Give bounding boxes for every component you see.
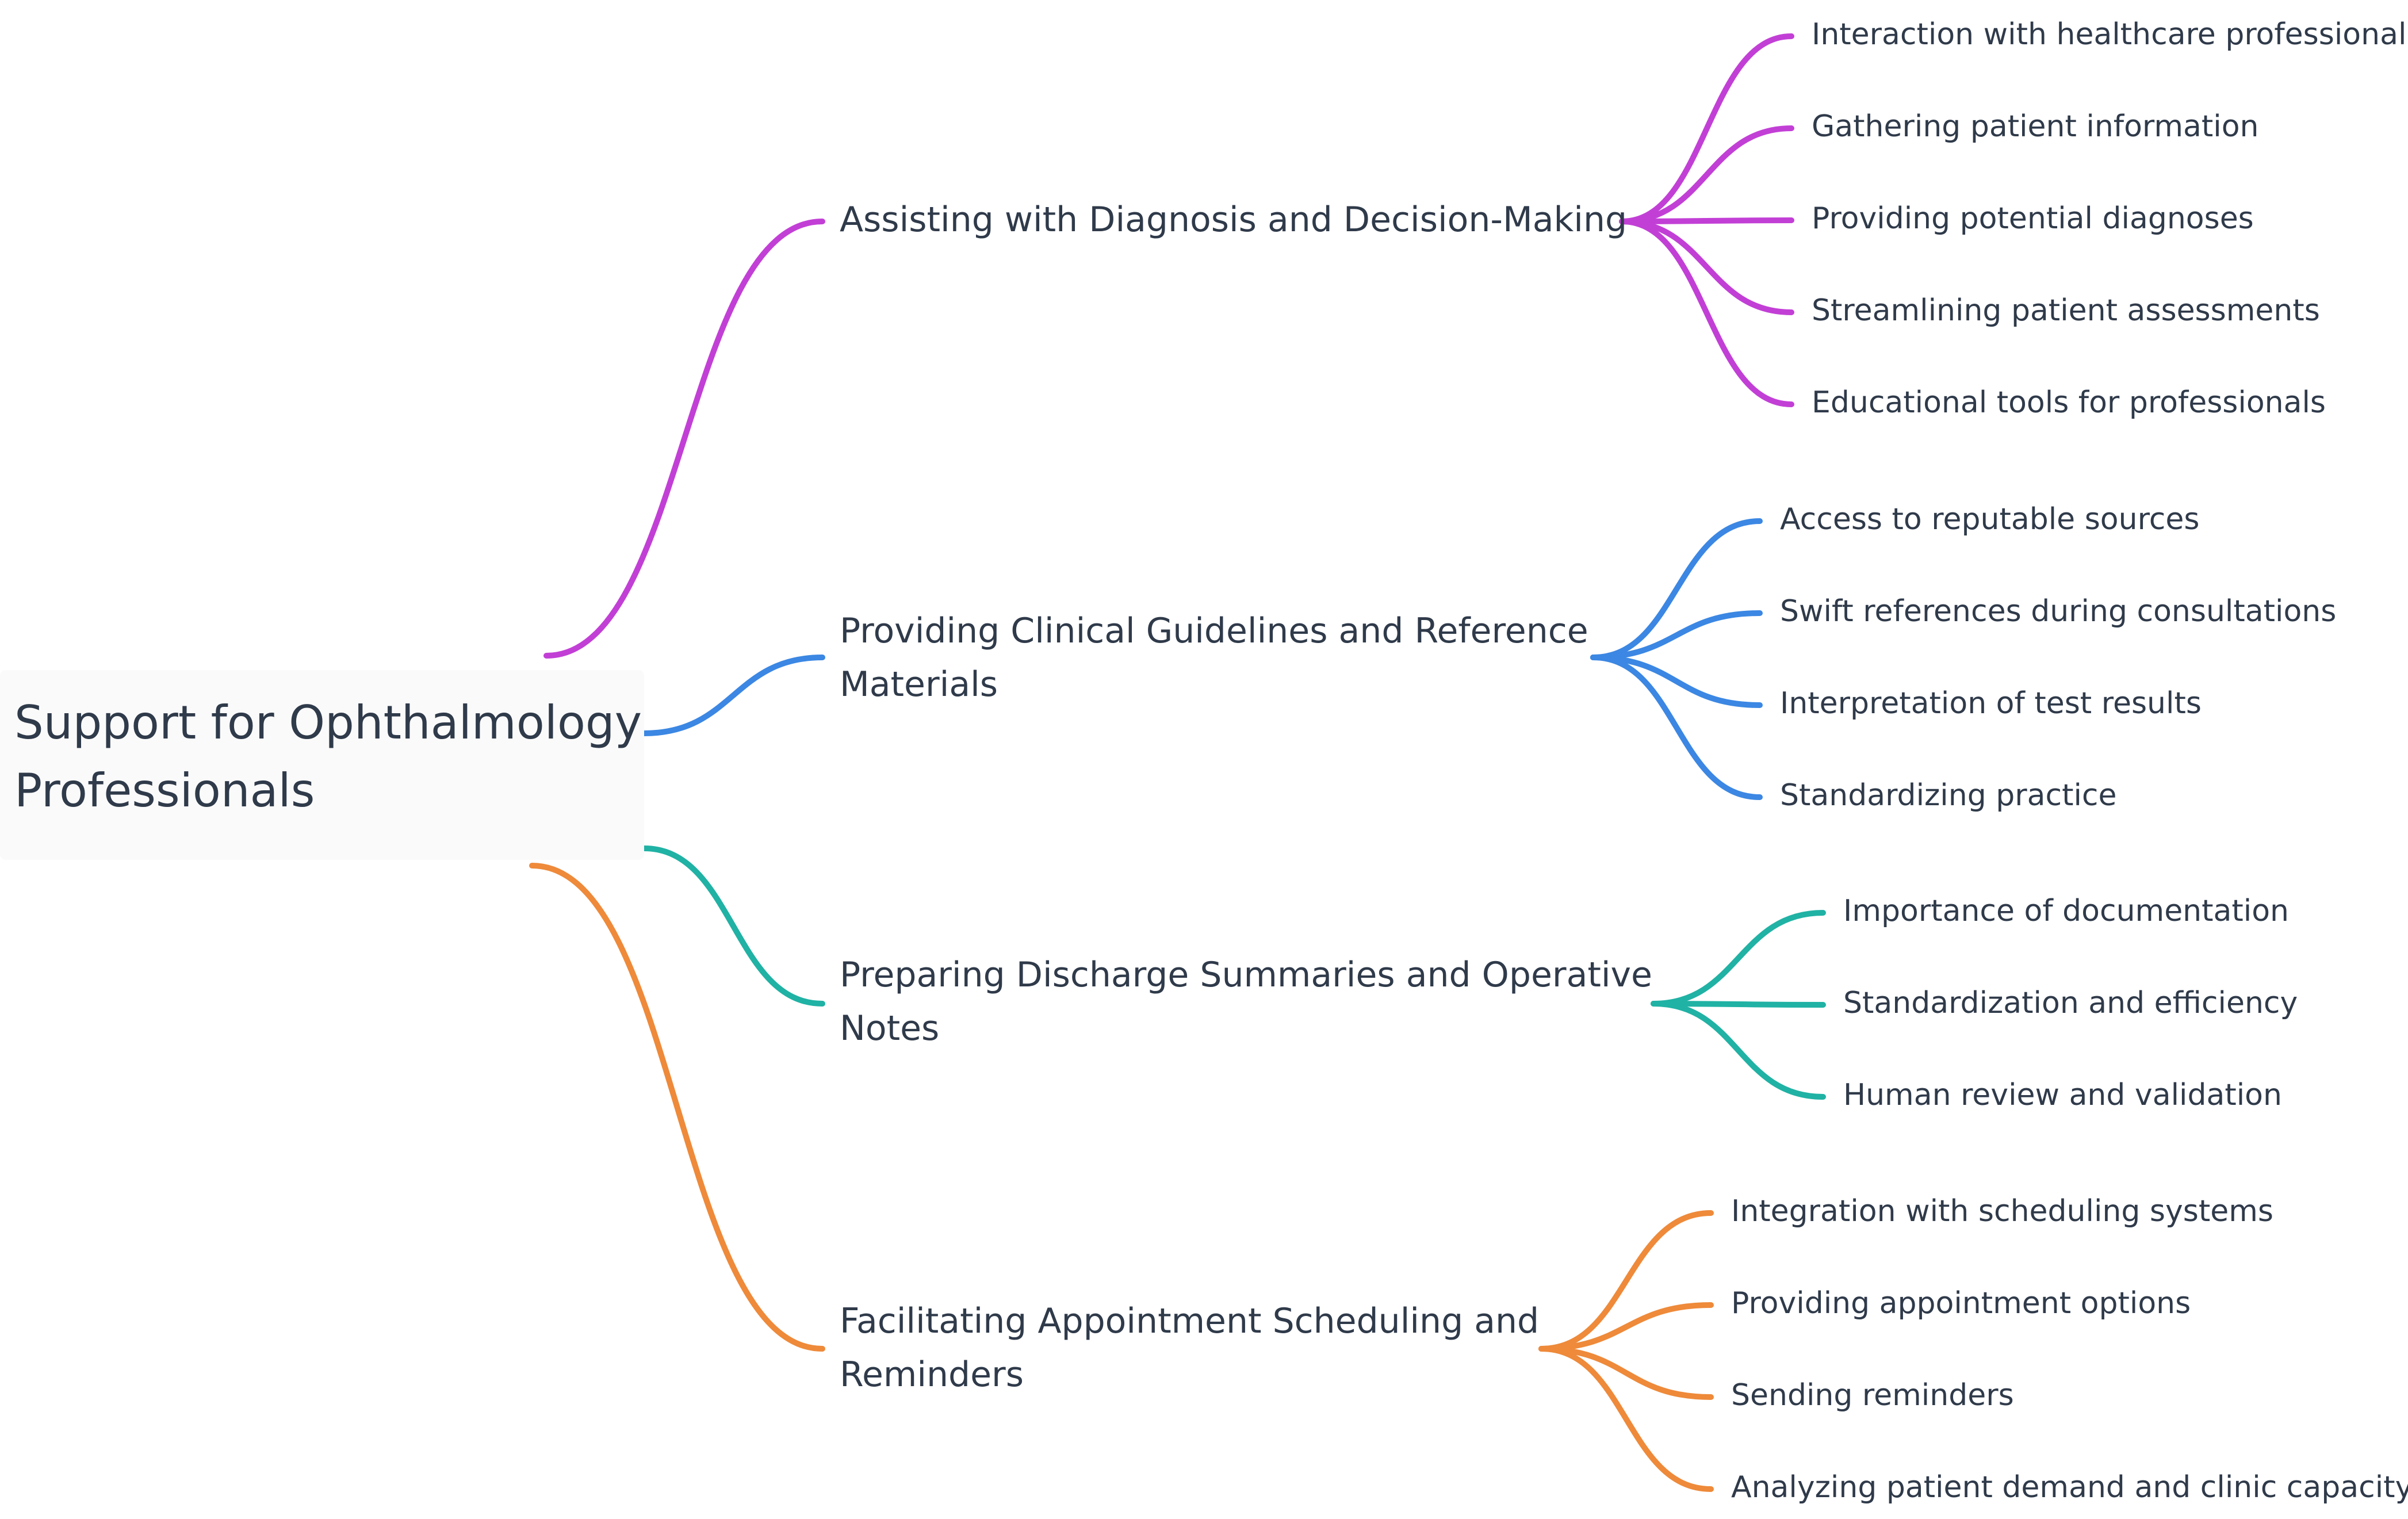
leaf-label: Access to reputable sources (1780, 502, 2199, 537)
branch-label: Providing Clinical Guidelines and Refere… (840, 611, 1588, 705)
leaf-label: Educational tools for professionals (1812, 385, 2326, 420)
leaf-connector (1590, 518, 1763, 660)
branch-group: Assisting with Diagnosis and Decision-Ma… (840, 17, 2408, 420)
leaf-connector (1619, 125, 1794, 224)
leaf-label: Gathering patient information (1812, 109, 2259, 144)
branch-label-line: Preparing Discharge Summaries and Operat… (840, 955, 1652, 995)
root-connector (641, 655, 825, 736)
leaf-label: Streamlining patient assessments (1812, 293, 2320, 328)
branch-label-line: Materials (840, 664, 998, 705)
leaf-connector (1651, 1001, 1826, 1008)
leaf-connector (1590, 655, 1763, 708)
leaf-label: Standardization and efficiency (1843, 986, 2298, 1020)
leaf-label: Integration with scheduling systems (1731, 1194, 2273, 1229)
branch-group: Providing Clinical Guidelines and Refere… (840, 502, 2336, 813)
leaf-connector (1538, 1210, 1714, 1352)
root-connector (529, 863, 825, 1352)
root-node-label-line: Support for Ophthalmology (14, 696, 642, 749)
root-connector (543, 219, 825, 659)
leaf-connector (1590, 655, 1763, 800)
leaf-label: Interaction with healthcare professional… (1812, 17, 2408, 52)
branch-label-line: Notes (840, 1008, 939, 1049)
leaf-label: Analyzing patient demand and clinic capa… (1731, 1470, 2408, 1505)
leaf-label: Human review and validation (1843, 1078, 2282, 1112)
branch-label-line: Providing Clinical Guidelines and Refere… (840, 611, 1588, 651)
leaf-connector (1538, 1346, 1714, 1400)
leaf-label: Interpretation of test results (1780, 686, 2202, 721)
branch-label-line: Reminders (840, 1355, 1024, 1395)
leaf-connector (1590, 610, 1763, 660)
root-connector (641, 845, 825, 1007)
leaf-label: Providing potential diagnoses (1812, 201, 2254, 236)
branch-label: Preparing Discharge Summaries and Operat… (840, 955, 1652, 1049)
branch-label-line: Facilitating Appointment Scheduling and (840, 1301, 1539, 1341)
connector-layer (529, 33, 1826, 1492)
branch-label: Assisting with Diagnosis and Decision-Ma… (840, 200, 1627, 240)
leaf-label: Swift references during consultations (1780, 594, 2336, 629)
root-node-label-line: Professionals (14, 764, 315, 817)
branch-label-line: Assisting with Diagnosis and Decision-Ma… (840, 200, 1627, 240)
leaf-connector (1619, 217, 1794, 224)
leaf-connector (1619, 219, 1794, 315)
leaf-label: Providing appointment options (1731, 1286, 2191, 1321)
leaf-connector (1651, 910, 1826, 1007)
leaf-label: Sending reminders (1731, 1378, 2014, 1413)
root-node-box (0, 670, 644, 860)
leaf-connector (1538, 1346, 1714, 1492)
branch-group: Preparing Discharge Summaries and Operat… (840, 894, 2298, 1112)
leaf-label: Importance of documentation (1843, 894, 2289, 928)
leaf-connector (1619, 219, 1794, 407)
leaf-connector (1619, 33, 1794, 224)
leaf-connector (1651, 1001, 1826, 1100)
leaf-label: Standardizing practice (1780, 778, 2117, 813)
leaf-connector (1538, 1302, 1714, 1352)
